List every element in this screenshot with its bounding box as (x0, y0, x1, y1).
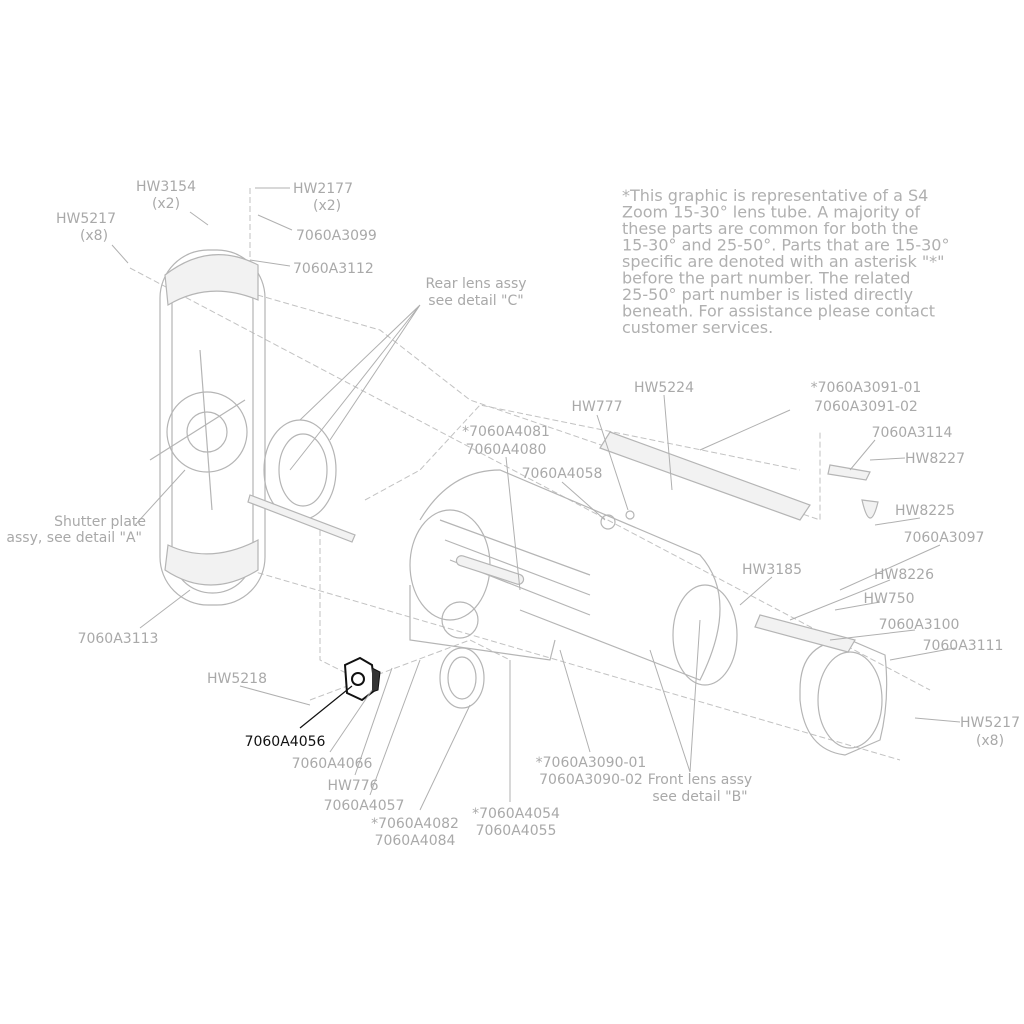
highlighted-part-7060a4056 (343, 656, 381, 702)
label-7060a3112: 7060A3112 (293, 261, 374, 277)
label-7060a3100: 7060A3100 (879, 617, 960, 633)
label-hw5217-right: HW5217(x8) (960, 715, 1020, 749)
label-7060a3097: 7060A3097 (904, 530, 985, 546)
callout-labels: HW3154(x2) HW2177(x2) HW5217(x8) 7060A30… (6, 179, 1020, 849)
label-7060a4066: 7060A4066 (292, 756, 373, 772)
label-hw8225: HW8225 (895, 503, 955, 519)
label-hw5217-left: HW5217(x8) (56, 211, 116, 244)
rear-frame (149, 249, 266, 606)
label-7060a4056: 7060A4056 (245, 734, 326, 750)
label-hw776: HW776 (327, 778, 378, 794)
ring (439, 647, 485, 709)
rear-lens-assy (247, 419, 356, 543)
leader-lines (111, 187, 961, 811)
label-hw8226: HW8226 (874, 567, 934, 583)
label-7060a3114: 7060A3114 (872, 425, 953, 441)
knob (441, 601, 479, 639)
front-frame (754, 464, 888, 756)
label-hw8227: HW8227 (905, 451, 965, 467)
label-hw5218: HW5218 (207, 671, 267, 687)
label-hw3154: HW3154(x2) (136, 179, 196, 212)
label-hw2177: HW2177(x2) (293, 181, 353, 214)
rail (599, 431, 811, 521)
label-hw3185: HW3185 (742, 562, 802, 578)
label-7060a4057: 7060A4057 (324, 798, 405, 814)
lens-tube (409, 469, 738, 686)
label-7060a3113: 7060A3113 (78, 631, 159, 647)
label-hw777: HW777 (571, 399, 622, 415)
label-7060a3111: 7060A3111 (923, 638, 1004, 654)
label-hw5224: HW5224 (634, 380, 694, 396)
label-hw750: HW750 (863, 591, 914, 607)
label-7060a4058: 7060A4058 (522, 466, 603, 482)
info-note: *This graphic is representative of a S4 … (622, 186, 955, 337)
label-7060a3099: 7060A3099 (296, 228, 377, 244)
